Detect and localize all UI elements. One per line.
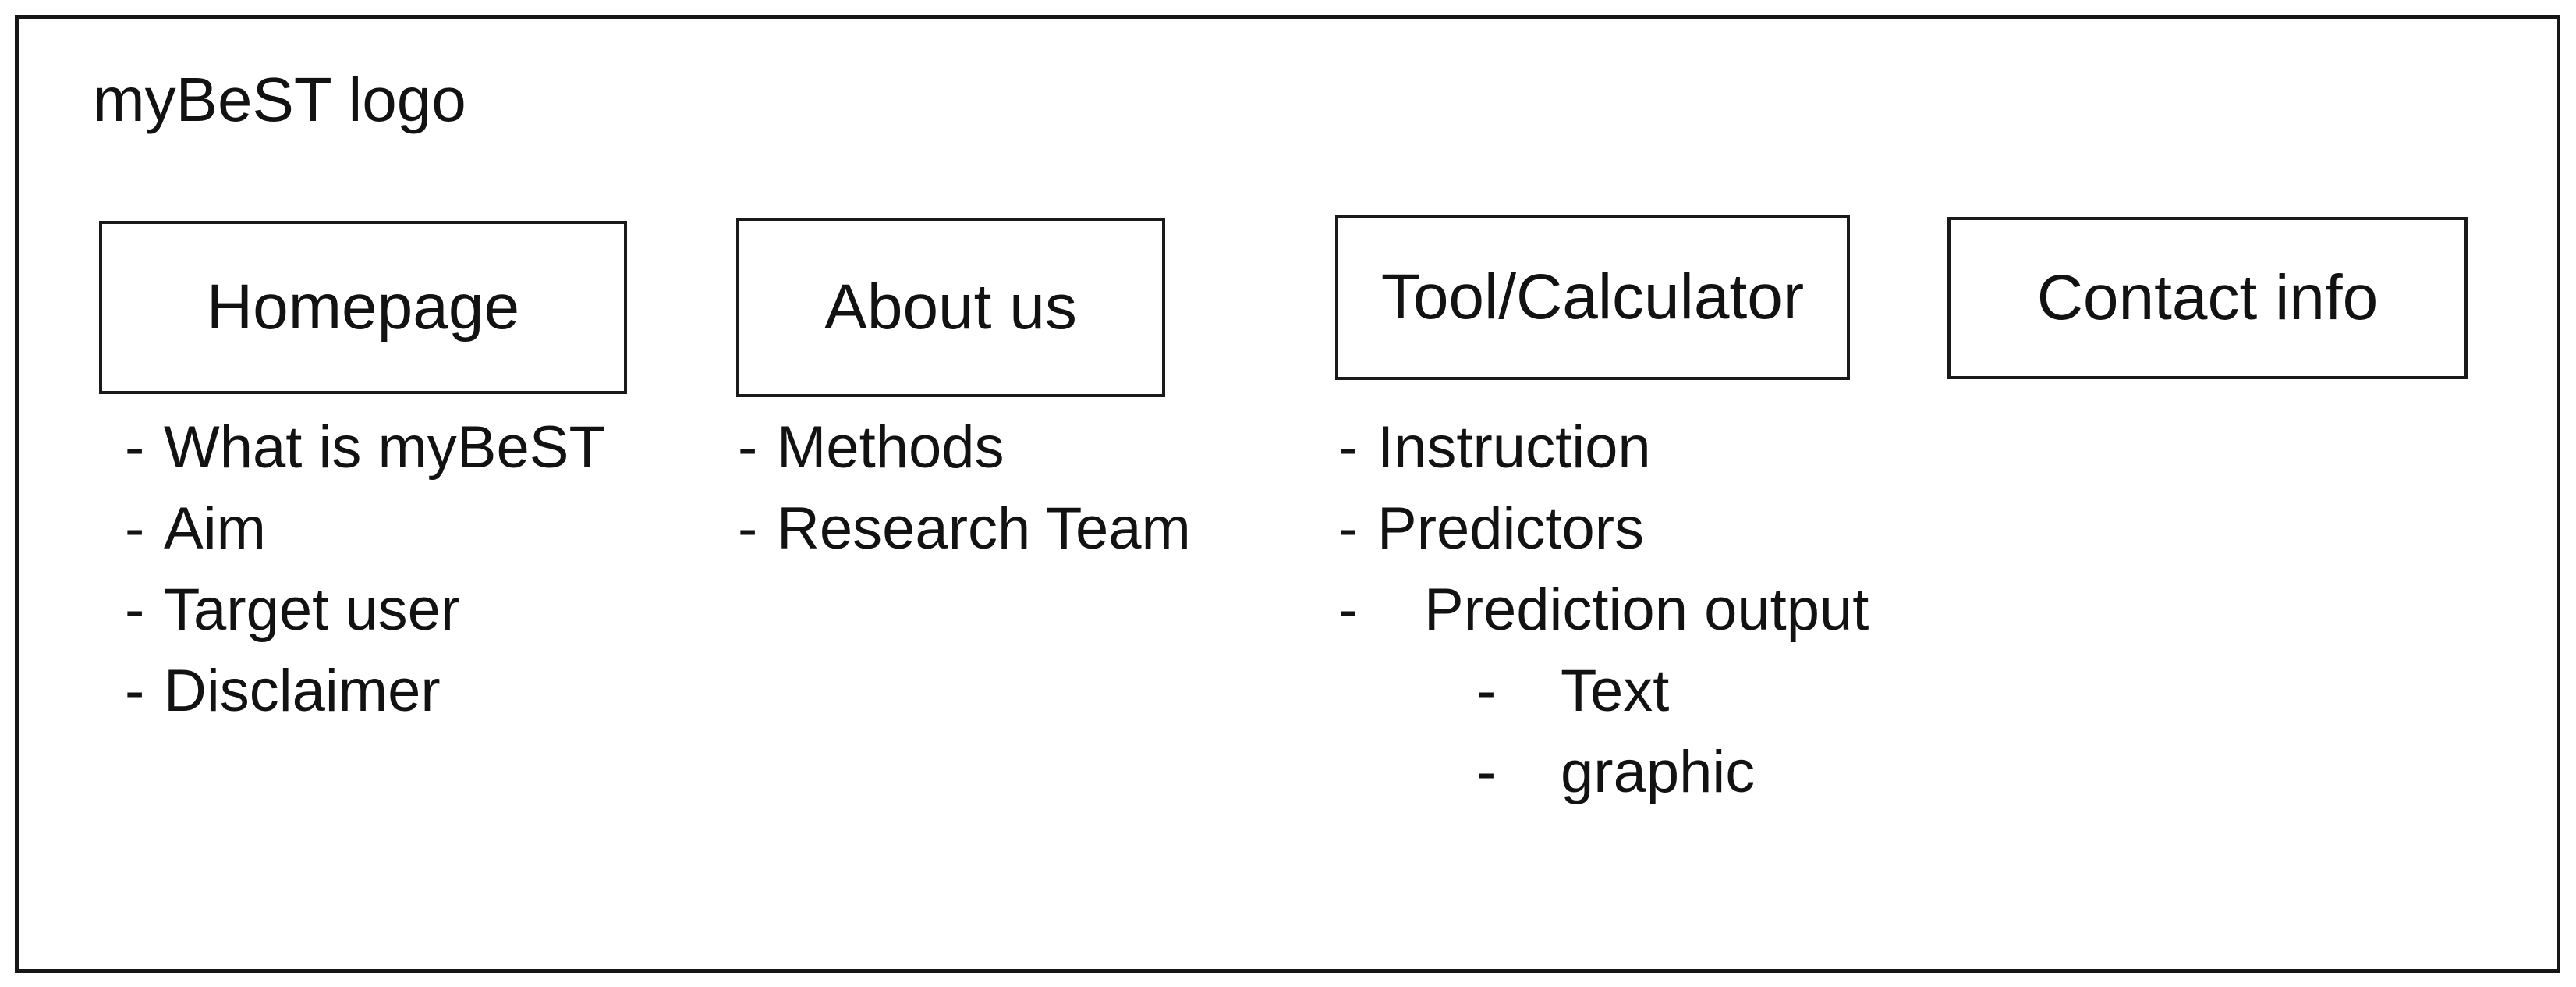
dash-bullet: -: [125, 577, 145, 643]
about-us-sublist: - Methods - Research Team: [738, 407, 1191, 570]
site-logo-placeholder: myBeST logo: [93, 65, 466, 134]
list-item-research-team: - Research Team: [738, 488, 1191, 570]
list-item-label: Research Team: [777, 495, 1191, 562]
list-item-text-output: - Text: [1338, 651, 1869, 732]
dash-bullet: -: [1338, 495, 1359, 562]
list-item-label: graphic: [1561, 739, 1756, 805]
list-item-label: Aim: [164, 495, 266, 562]
list-item-methods: - Methods: [738, 407, 1191, 488]
list-item-prediction-output: - Prediction output: [1338, 570, 1869, 651]
list-item-label: Predictors: [1377, 495, 1645, 562]
nav-box-tool-calculator-label: Tool/Calculator: [1380, 261, 1805, 332]
dash-bullet: -: [1476, 739, 1497, 805]
list-item-target-user: - Target user: [125, 570, 605, 651]
dash-bullet: -: [738, 495, 758, 562]
list-item-label: Text: [1561, 658, 1670, 724]
list-item-predictors: - Predictors: [1338, 488, 1869, 570]
nav-box-tool-calculator[interactable]: Tool/Calculator: [1335, 215, 1850, 380]
outer-frame: [15, 15, 2560, 973]
nav-box-about-us[interactable]: About us: [736, 218, 1165, 397]
list-item-graphic-output: - graphic: [1338, 732, 1869, 813]
dash-bullet: -: [1338, 414, 1359, 481]
dash-bullet: -: [1338, 577, 1359, 643]
nav-box-homepage-label: Homepage: [206, 272, 520, 343]
dash-bullet: -: [1476, 658, 1497, 724]
nav-box-about-us-label: About us: [824, 272, 1077, 343]
nav-box-contact-info[interactable]: Contact info: [1947, 217, 2468, 379]
nav-box-contact-info-label: Contact info: [2036, 262, 2379, 333]
nav-box-homepage[interactable]: Homepage: [99, 221, 627, 394]
dash-bullet: -: [738, 414, 758, 481]
list-item-disclaimer: - Disclaimer: [125, 651, 605, 732]
list-item-label: What is myBeST: [164, 414, 605, 481]
dash-bullet: -: [125, 495, 145, 562]
list-item-label: Target user: [164, 577, 461, 643]
list-item-what-is-mybest: - What is myBeST: [125, 407, 605, 488]
list-item-label: Prediction output: [1424, 577, 1869, 643]
list-item-label: Methods: [777, 414, 1005, 481]
homepage-sublist: - What is myBeST - Aim - Target user - D…: [125, 407, 605, 732]
list-item-label: Instruction: [1377, 414, 1651, 481]
tool-calculator-sublist: - Instruction - Predictors - Prediction …: [1338, 407, 1869, 813]
dash-bullet: -: [125, 658, 145, 724]
list-item-instruction: - Instruction: [1338, 407, 1869, 488]
list-item-label: Disclaimer: [164, 658, 441, 724]
dash-bullet: -: [125, 414, 145, 481]
list-item-aim: - Aim: [125, 488, 605, 570]
